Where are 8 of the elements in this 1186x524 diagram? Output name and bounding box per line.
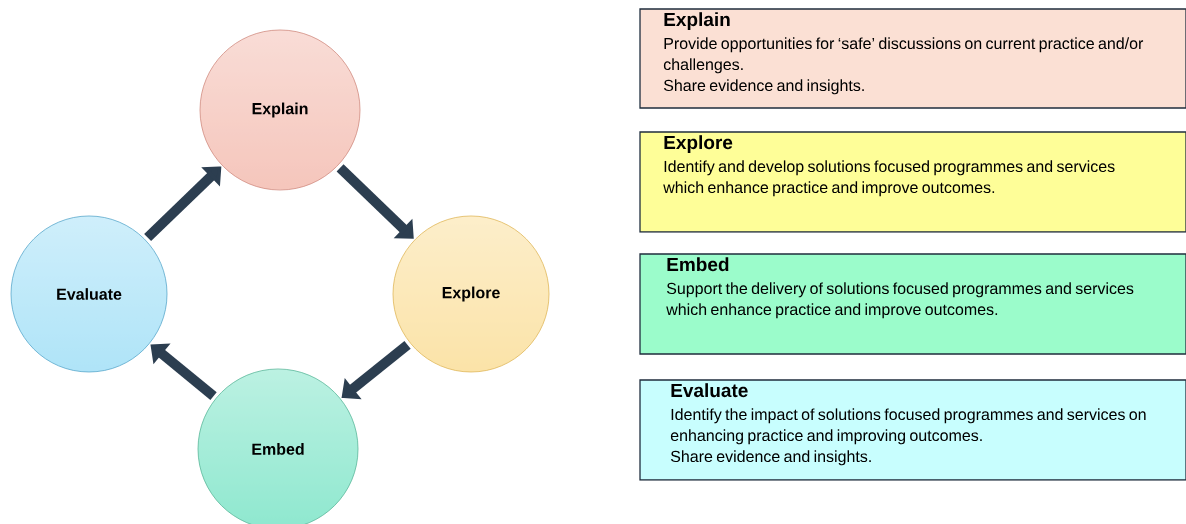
description-box: Explore Identify and develop solutions focused programmes and services which enhance practice and improve outcomes. bbox=[639, 131, 1186, 233]
description-box: Embed Support the delivery of solutions focused programmes and services which enhance practice and improve outcomes. bbox=[639, 253, 1186, 355]
block-arrow bbox=[336, 164, 414, 239]
description-box: Evaluate Identify the impact of solutions focused programmes and services on enhancing practice and improving outcomes. Share evidence and insights. bbox=[639, 379, 1186, 481]
block-arrow bbox=[341, 341, 411, 400]
description-box: Explain Provide opportunities for ‘safe’ discussions on current practice and/or challenges. Share evidence and insights. bbox=[639, 8, 1186, 109]
block-arrow bbox=[144, 166, 222, 242]
block-arrow bbox=[150, 343, 217, 400]
